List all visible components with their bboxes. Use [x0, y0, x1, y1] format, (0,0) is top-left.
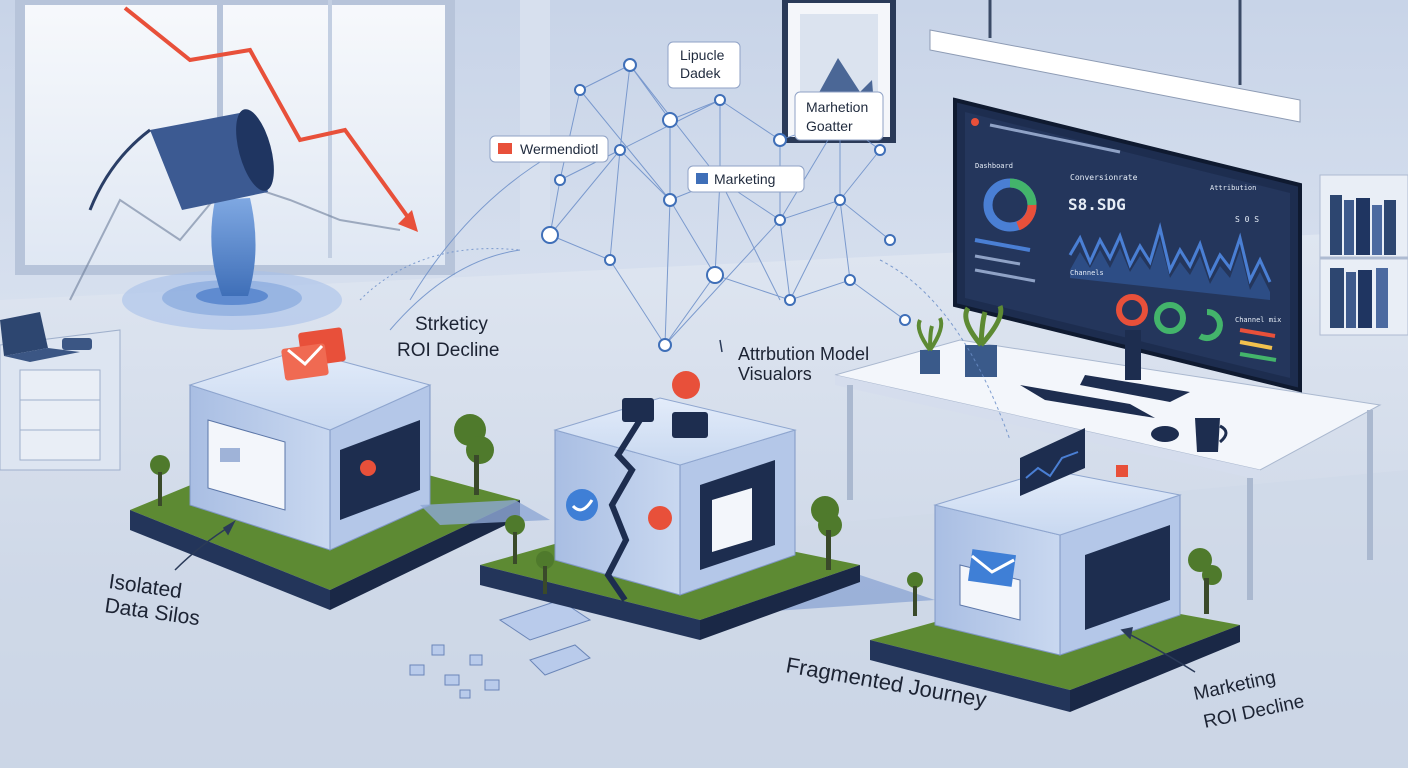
broken-pieces: [409, 599, 592, 699]
monitor-sub-header: Channels: [1070, 269, 1104, 277]
tag-lipucle: Lipucle Dadek: [667, 41, 741, 89]
label-strategy-line1: Strketicy: [415, 314, 488, 335]
dashboard-monitor: [953, 97, 1302, 402]
tag-marhetion-line2: Goatter: [806, 118, 853, 134]
left-desk: [0, 312, 121, 471]
tag-lipucle-line2: Dadek: [680, 65, 721, 81]
silo-3: [870, 428, 1240, 712]
tag-lipucle-line1: Lipucle: [680, 47, 725, 63]
bucket-icon: [88, 109, 342, 330]
label-attribution-line1: Attrbution Model: [738, 344, 869, 364]
annotation-arrows: [174, 339, 1196, 673]
tag-wermendiotl: Wermendiotl: [489, 135, 609, 163]
monitor-big-value: S8.SDG: [1068, 195, 1126, 214]
label-strategy-line2: ROI Decline: [397, 340, 499, 361]
code-card-icon: [672, 412, 708, 438]
silo-2: [480, 397, 860, 640]
monitor-header-mid: Conversionrate: [1070, 173, 1138, 182]
monitor-header-right: Attribution: [1210, 184, 1256, 192]
monitor-header-left: Dashboard: [975, 162, 1013, 170]
tag-marketing-label: Marketing: [714, 171, 775, 187]
notification-icon: [672, 371, 700, 399]
desk-items: [916, 305, 1228, 452]
tag-wermendiotl-label: Wermendiotl: [520, 141, 598, 157]
social-icon: [648, 506, 672, 530]
chart-card-icon: [622, 398, 654, 422]
twitter-icon: [566, 489, 598, 521]
label-attribution-line2: Visualors: [738, 364, 812, 384]
trees: [150, 414, 1222, 616]
monitor-small-value: S 0 S: [1235, 215, 1259, 224]
email-icon: [281, 327, 346, 381]
monitor-right-panel-header: Channel mix: [1235, 316, 1281, 324]
silo-1: [130, 349, 520, 610]
tag-marhetion-line1: Marhetion: [806, 99, 868, 115]
ceiling-lamp: [929, 0, 1301, 123]
tag-marketing: Marketing: [687, 165, 805, 193]
bookshelf: [1319, 174, 1408, 336]
tag-marhetion: Marhetion Goatter: [794, 91, 884, 141]
